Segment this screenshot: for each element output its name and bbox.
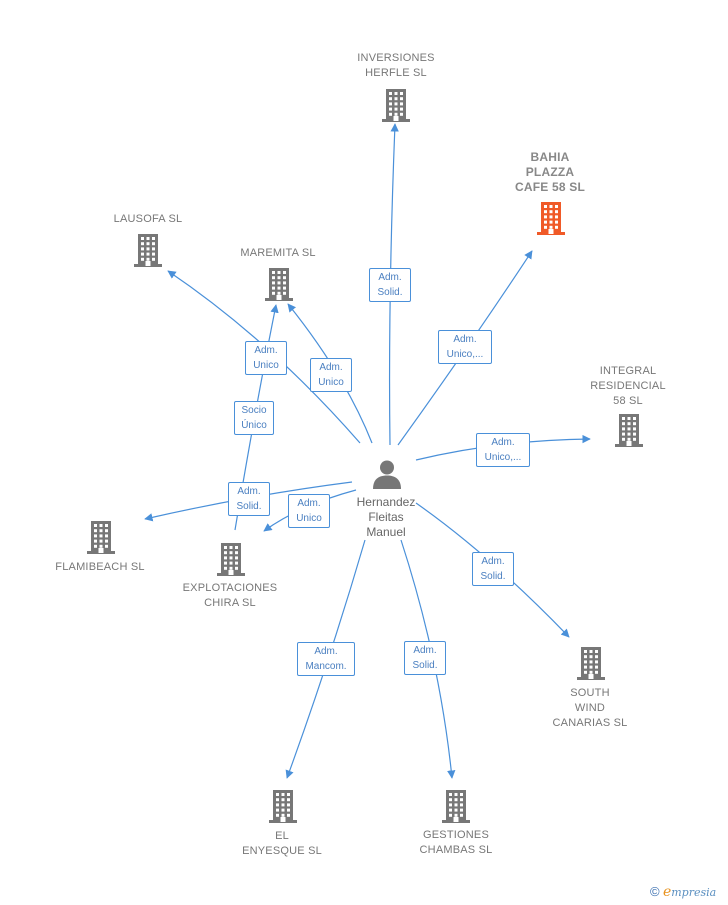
company-name-bahia-plazza[interactable]: BAHIA PLAZZA CAFE 58 SL — [514, 150, 586, 194]
company-name-gestiones-chambas[interactable]: GESTIONES CHAMBAS SL — [419, 829, 493, 856]
brand-watermark: © empresia — [650, 884, 716, 900]
building-icon[interactable] — [264, 266, 294, 307]
role-badge-socio[interactable]: Socio Único — [234, 401, 274, 435]
company-name-inversiones-herfle[interactable]: INVERSIONES HERFLE SL — [357, 52, 435, 79]
person-icon[interactable] — [371, 458, 403, 495]
person-name[interactable]: Hernandez Fleitas Manuel — [356, 495, 416, 539]
brand-initial: e — [662, 884, 672, 900]
company-name-lausofa[interactable]: LAUSOFA SL — [113, 213, 183, 225]
building-icon[interactable] — [441, 788, 471, 829]
company-name-integral-residencial[interactable]: INTEGRAL RESIDENCIAL 58 SL — [590, 365, 666, 407]
role-badge-herfle[interactable]: Adm. Solid. — [369, 268, 411, 302]
company-name-maremita[interactable]: MAREMITA SL — [240, 247, 316, 259]
role-badge-chira[interactable]: Adm. Unico — [288, 494, 330, 528]
role-badge-chambas[interactable]: Adm. Solid. — [404, 641, 446, 675]
role-badge-integral[interactable]: Adm. Unico,... — [476, 433, 530, 467]
building-icon[interactable] — [381, 87, 411, 128]
role-badge-lausofa[interactable]: Adm. Unico — [245, 341, 287, 375]
building-icon[interactable] — [216, 541, 246, 582]
role-badge-bahia[interactable]: Adm. Unico,... — [438, 330, 492, 364]
building-icon[interactable] — [268, 788, 298, 829]
copyright-symbol: © — [650, 884, 660, 899]
company-name-south-wind[interactable]: SOUTH WIND CANARIAS SL — [552, 687, 628, 729]
building-icon[interactable] — [86, 519, 116, 560]
role-badge-flamibeach[interactable]: Adm. Solid. — [228, 482, 270, 516]
building-icon[interactable] — [576, 645, 606, 686]
brand-name: mpresia — [671, 886, 717, 899]
role-badge-enyesque[interactable]: Adm. Mancom. — [297, 642, 355, 676]
role-badge-maremita[interactable]: Adm. Unico — [310, 358, 352, 392]
role-badge-south[interactable]: Adm. Solid. — [472, 552, 514, 586]
company-name-explotaciones-chira[interactable]: EXPLOTACIONES CHIRA SL — [182, 582, 278, 609]
building-icon[interactable] — [133, 232, 163, 273]
building-icon[interactable] — [536, 200, 566, 241]
company-name-flamibeach[interactable]: FLAMIBEACH SL — [55, 561, 145, 573]
building-icon[interactable] — [614, 412, 644, 453]
company-name-el-enyesque[interactable]: EL ENYESQUE SL — [242, 830, 322, 857]
